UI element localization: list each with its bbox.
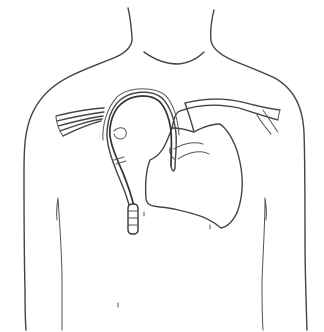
catheter-outer-arc xyxy=(110,96,172,223)
right-vessel-end xyxy=(278,110,280,120)
right-vessel-branch-1 xyxy=(263,110,278,132)
catheter-hub xyxy=(128,204,138,234)
left-brachiocephalic-vein xyxy=(56,108,104,136)
heart-outline xyxy=(146,124,242,228)
right-vessel-top xyxy=(185,99,280,110)
heart-inner-curve xyxy=(178,152,209,159)
collar-line xyxy=(144,52,204,64)
left-inner-arm-line xyxy=(58,198,62,330)
right-brachiocephalic-vein xyxy=(180,99,280,134)
central-venous-catheter xyxy=(103,89,179,234)
catheter-loop xyxy=(114,128,126,139)
neck-left-edge xyxy=(77,8,132,73)
left-armpit-mark xyxy=(57,198,58,220)
neck-right-edge xyxy=(211,10,275,78)
catheter-clamp-1 xyxy=(114,157,124,160)
right-shoulder xyxy=(275,78,307,330)
heart-inner-upper xyxy=(174,143,203,149)
heart xyxy=(146,103,242,228)
left-vessel-top xyxy=(56,108,104,116)
right-inner-arm-line xyxy=(262,198,265,330)
torso-outline xyxy=(24,8,307,330)
left-shoulder xyxy=(24,73,77,330)
